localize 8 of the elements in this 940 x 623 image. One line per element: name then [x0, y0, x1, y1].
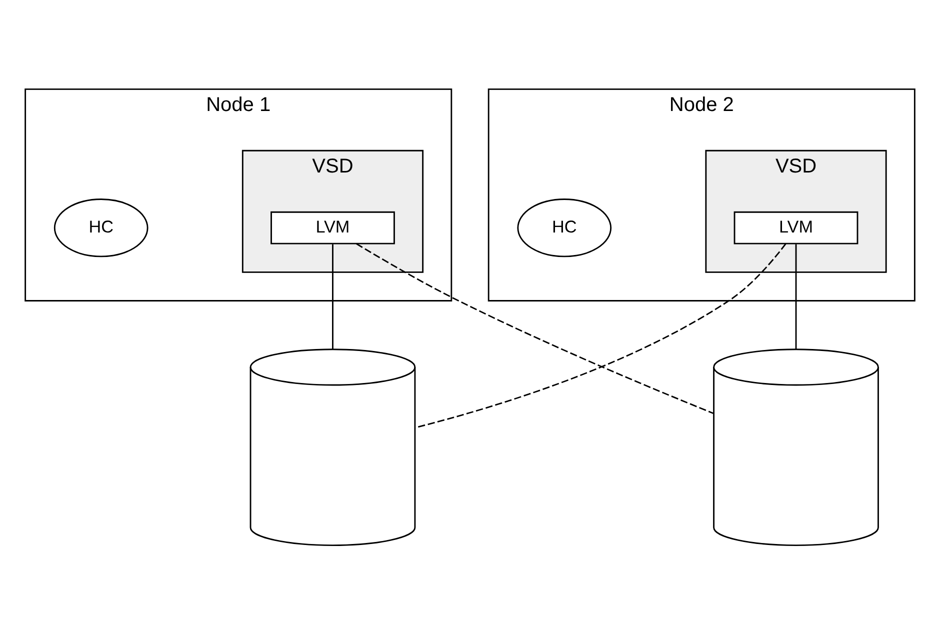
- node-box: LVM: [270, 211, 395, 244]
- node-ellipse: HC: [517, 198, 612, 258]
- connector: [332, 244, 334, 350]
- connector: [795, 244, 797, 350]
- node-box: LVM: [734, 211, 858, 244]
- node-ellipse: HC: [54, 198, 148, 258]
- connector: [415, 243, 786, 428]
- connector: [356, 243, 714, 414]
